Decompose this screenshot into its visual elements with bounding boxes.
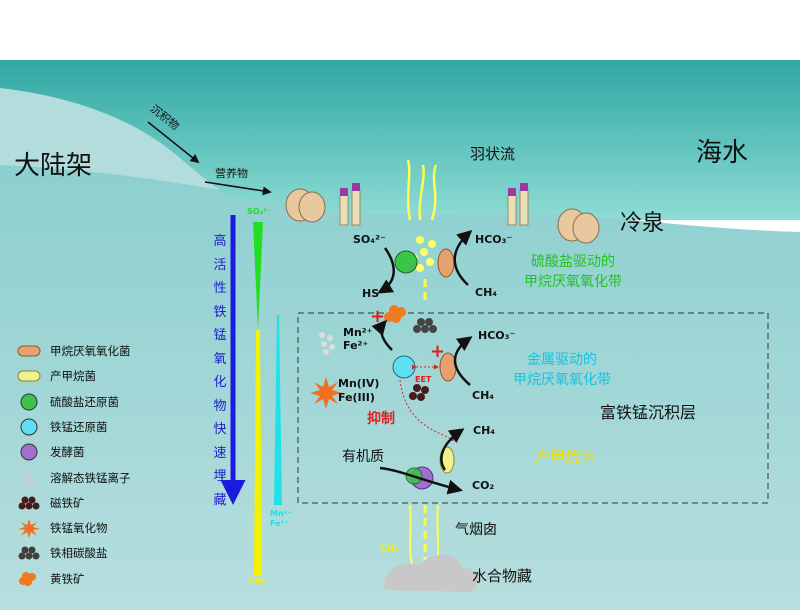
nutrient-arrow xyxy=(204,181,272,196)
legend-label: 硫酸盐还原菌 xyxy=(50,394,119,409)
legend-label: 溶解态铁锰离子 xyxy=(50,470,131,485)
sulfate-aom-reaction xyxy=(377,229,473,294)
fe-mn-oxide-star xyxy=(310,377,342,409)
methanogenesis-zone-label: 产甲烷带 xyxy=(535,448,596,466)
sulfate-reducer-icon xyxy=(20,393,38,411)
methane-gradient-bar xyxy=(254,330,262,575)
metal-aom-zone-label: 金属驱动的 甲烷厌氧氧化带 xyxy=(513,352,611,388)
dissolved-ions-icon xyxy=(21,472,35,485)
fe-mn-oxide-icon xyxy=(18,519,40,539)
sediment-arrow xyxy=(147,121,200,164)
co2-label: CO₂ xyxy=(472,479,495,492)
ch4-chimney-label: CH₄ xyxy=(380,544,399,554)
legend-label: 铁锰氧化物 xyxy=(50,521,108,536)
sulfate-aom-zone-label: 硫酸盐驱动的 甲烷厌氧氧化带 xyxy=(524,254,622,290)
fe-mn-layer-box xyxy=(297,312,769,504)
legend-item: 发酵菌 xyxy=(14,441,85,463)
legend-item: 甲烷厌氧氧化菌 xyxy=(14,340,131,362)
magnetite-icon xyxy=(18,496,40,510)
legend-item: 硫酸盐还原菌 xyxy=(14,391,119,413)
legend-item: 磁铁矿 xyxy=(14,492,85,514)
eet-label: EET xyxy=(415,375,432,384)
legend-label: 黄铁矿 xyxy=(50,571,85,586)
tubeworms-right xyxy=(507,183,529,226)
methanogenesis-reaction xyxy=(379,428,465,495)
mn2-label: Mn²⁺ xyxy=(343,326,373,339)
gas-chimney-label: 气烟囱 xyxy=(455,522,497,538)
svg-text:+: + xyxy=(430,341,445,362)
fe2-label: Fe²⁺ xyxy=(343,339,369,352)
inhibit-label: 抑制 xyxy=(367,411,395,427)
legend-label: 发酵菌 xyxy=(50,445,85,460)
pyrite-cluster xyxy=(384,305,406,323)
metal-aom-reaction: + xyxy=(319,318,473,401)
cold-seep-label: 冷泉 xyxy=(620,211,665,236)
legend-item: 铁相碳酸盐 xyxy=(14,542,108,564)
hco3-top-label: HCO₃⁻ xyxy=(475,233,513,246)
plume-label: 羽状流 xyxy=(470,145,516,163)
fe-gradient-label: Fe²⁺ xyxy=(270,519,289,528)
continental-shelf-label: 大陆架 xyxy=(14,151,93,181)
clam-right xyxy=(557,208,600,244)
tubeworms-left xyxy=(339,183,361,226)
fermenter-icon xyxy=(20,443,38,461)
seawater-label: 海水 xyxy=(696,138,749,168)
fe-carbonate-icon xyxy=(18,546,40,560)
hydrate-reservoir xyxy=(384,554,479,592)
oxide-burial-vertical-label: 高活性铁锰氧化物快速埋藏 xyxy=(213,234,227,508)
mn4-label: Mn(IV) xyxy=(338,377,380,390)
fe-mn-layer-label: 富铁锰沉积层 xyxy=(600,403,697,422)
clam-left xyxy=(285,188,326,223)
ch4-mid-label: CH₄ xyxy=(472,389,495,402)
legend-item: 产甲烷菌 xyxy=(14,365,96,387)
fe-mn-reducer-icon xyxy=(20,418,38,436)
methanotroph-cell-mid xyxy=(439,352,457,382)
legend-label: 产甲烷菌 xyxy=(50,369,96,384)
fe3-label: Fe(III) xyxy=(338,391,375,404)
sediment-area xyxy=(0,155,800,610)
so4-label: SO₄²⁻ xyxy=(353,233,386,246)
mn-gradient-label: Mn²⁺ xyxy=(270,509,292,518)
ch4-low-label: CH₄ xyxy=(473,424,496,437)
legend-item: 铁锰氧化物 xyxy=(14,517,108,539)
legend-item: 溶解态铁锰离子 xyxy=(14,467,131,489)
ch4-top-label: CH₄ xyxy=(475,286,498,299)
methanotroph-icon xyxy=(17,345,41,357)
hs-label: HS⁻ xyxy=(362,287,385,300)
ch4-gradient-label: CH₄ xyxy=(249,576,266,585)
sulfate-reducer-cell xyxy=(394,250,418,274)
hydrate-label: 水合物藏 xyxy=(472,567,533,585)
mn-fe-gradient-bar xyxy=(274,315,282,505)
pyrite-icon xyxy=(19,571,36,586)
legend-label: 甲烷厌氧氧化菌 xyxy=(50,344,131,358)
sulfate-gradient-bar xyxy=(253,222,263,330)
methanogen-icon xyxy=(17,370,41,382)
legend-item: 铁锰还原菌 xyxy=(14,416,108,438)
methanotroph-cell-top xyxy=(437,248,455,278)
hco3-mid-label: HCO₃⁻ xyxy=(478,329,516,342)
legend-item: 黄铁矿 xyxy=(14,568,85,590)
fe-mn-reducer-cell xyxy=(392,355,416,379)
legend-label: 铁相碳酸盐 xyxy=(50,546,108,561)
nutrient-label: 营养物 xyxy=(215,167,248,180)
legend-label: 磁铁矿 xyxy=(50,495,85,510)
legend-label: 铁锰还原菌 xyxy=(50,419,108,434)
plume xyxy=(406,159,438,221)
so4-gradient-label: SO₄²⁻ xyxy=(247,207,271,216)
organic-matter-label: 有机质 xyxy=(342,449,384,465)
